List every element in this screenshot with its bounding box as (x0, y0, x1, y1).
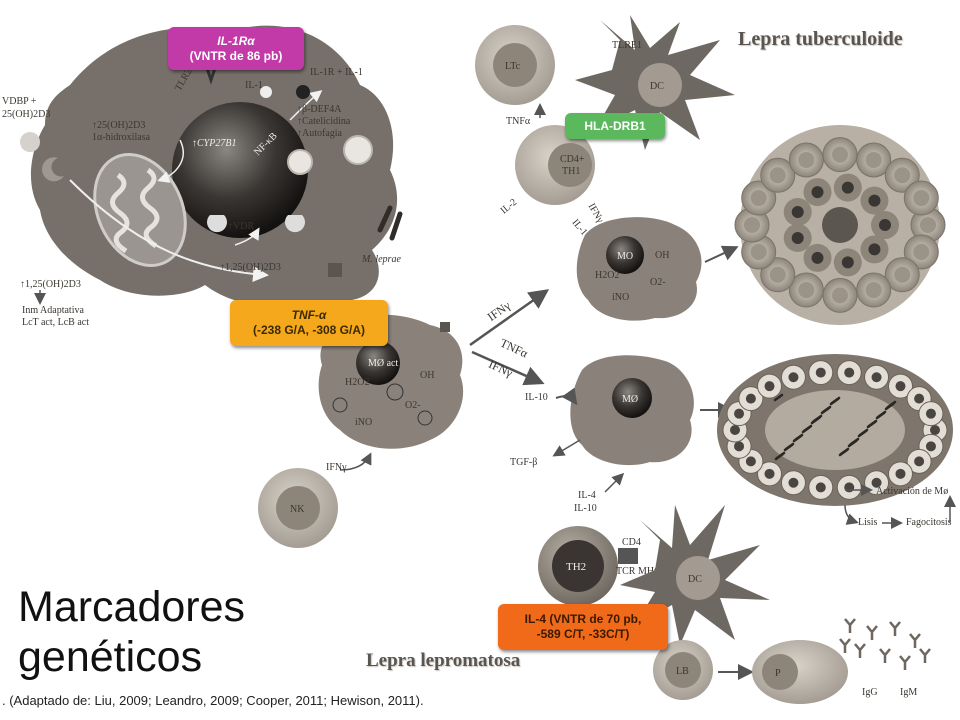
badge-tnf-line2: (-238 G/A, -308 G/A) (252, 323, 366, 337)
nk-cell: NK IFNγ (258, 452, 372, 548)
vesicle-icon (343, 135, 373, 165)
il10-mid-label: IL-10 (525, 392, 548, 403)
slide-title-line1: Marcadores (18, 583, 246, 631)
ifng-nk-label: IFNγ (326, 462, 347, 473)
tgfb-label: TGF-β (510, 457, 537, 468)
d3b-label: ↑1,25(OH)2D3 (20, 279, 81, 290)
nucleus (172, 102, 308, 238)
badge-hla-line1: HLA-DRB1 (584, 118, 646, 133)
ino-act-label: iNO (355, 417, 372, 428)
lysis-label: Lisis (858, 517, 878, 528)
badge-il4: IL-4 (VNTR de 70 pb, -589 C/T, -33C/T) (498, 604, 668, 650)
ifng-top-label: IFNγ (586, 202, 606, 226)
d3-label: ↑1,25(OH)2D3 (220, 262, 281, 273)
arrow-tnfa-down (471, 350, 545, 386)
macrophage-bottom: MØ IL-10 TGF-β (510, 355, 734, 468)
mo-bottom-label: MØ (622, 394, 638, 405)
oh-top-label: OH (655, 250, 669, 261)
nk-label: NK (290, 504, 305, 515)
ltc-label: LTc (505, 61, 521, 72)
macrophage-top: MO OH H2O2 iNO O2- (576, 217, 739, 321)
badge-tnf-alpha: TNF-α (-238 G/A, -308 G/A) (230, 300, 388, 346)
badge-il1ra-line2: (VNTR de 86 pb) (189, 48, 283, 63)
badge-il1ra-line1: IL-1Rα (217, 33, 255, 48)
tnfa-arrow-label: TNFα (498, 336, 531, 361)
badge-il4-line1: IL-4 (VNTR de 70 pb, (524, 612, 642, 626)
tuberculoid-granuloma (734, 125, 946, 325)
o2-act-label: O2- (405, 400, 421, 411)
bdef-label: ↑β-DEF4A (297, 104, 342, 115)
arrow-ifng-up (469, 289, 550, 347)
immunity-label-1: Inm Adaptativa (22, 305, 84, 316)
lb-label: LB (676, 666, 689, 677)
tcr-label: TCR MHCII (616, 566, 667, 577)
phagocytosis-label: Fagocitosis (906, 517, 952, 528)
igm-label: IgM (900, 687, 917, 698)
autophagy-label: ↑Autofagia (297, 128, 343, 139)
hydroxylase-label-2: 1α-hidroxilasa (92, 132, 151, 143)
mo-act-label: MØ act (368, 358, 398, 369)
th1-label: TH1 (562, 166, 580, 177)
igg-label: IgG (862, 687, 878, 698)
hydroxylase-label-1: ↑25(OH)2D3 (92, 120, 145, 131)
il1r-label: IL-1R + IL-1 (310, 67, 363, 78)
slide-title: Marcadores genéticos (18, 582, 245, 682)
ltc-cell: LTc TNFα (475, 25, 555, 127)
th2-cell: IL-4 IL-10 TH2 CD4 TCR MHCII (538, 472, 667, 606)
o2-top-label: O2- (650, 277, 666, 288)
cd4-b-label: CD4 (622, 537, 641, 548)
immunity-label-2: LcT act, LcB act (22, 317, 89, 328)
source-note: . (Adaptado de: Liu, 2009; Leandro, 2009… (2, 693, 424, 708)
heading-tuberculoid: Lepra tuberculoide (738, 28, 903, 50)
badge-hla-drb1: HLA-DRB1 (565, 113, 665, 139)
cd4-th1-label: CD4+ (560, 154, 585, 165)
il2-label: IL-2 (499, 197, 520, 217)
il1-label: IL-1 (245, 80, 263, 91)
il4-b-label: IL-4 (578, 490, 596, 501)
ifng-arrow-label: IFNγ (485, 298, 514, 324)
tnfa-top-label: TNFα (506, 116, 531, 127)
lepromatous-granuloma (717, 354, 953, 506)
ifng-arrow-label-2: IFNγ (487, 357, 516, 380)
mleprae-label: M. leprae (361, 254, 401, 265)
p-label: P (775, 668, 781, 679)
dc-bottom-label: DC (688, 574, 702, 585)
dc-top-label: DC (650, 81, 664, 92)
macrophage-large: VDBP + 25(OH)2D3 TLR2/1 IL-1 IL-1R + IL-… (2, 25, 403, 328)
il10-b-label: IL-10 (574, 503, 597, 514)
badge-tnf-line1: TNF-α (291, 308, 327, 322)
oh25d3-label: 25(OH)2D3 (2, 109, 50, 120)
oh-act-label: OH (420, 370, 434, 381)
vdr-label: ↑VDR (228, 221, 254, 232)
badge-il4-line2: -589 C/T, -33C/T) (536, 627, 630, 641)
ino-top-label: iNO (612, 292, 629, 303)
vesicle-icon (287, 149, 313, 175)
mo-top-label: MO (617, 251, 633, 262)
th2-label: TH2 (566, 561, 586, 573)
cyp-label: ↑CYP27B1 (192, 138, 236, 149)
activation-label: Activación de Mø (876, 486, 948, 497)
h2o2-act-label: H2O2 (345, 377, 369, 388)
tlre-label: TLRE1 (612, 40, 642, 51)
heading-lepromatous: Lepra lepromatosa (366, 650, 521, 671)
cathelicidin-label: ↑Catelicidina (297, 116, 351, 127)
b-cell: LB (653, 640, 754, 700)
antibody-icons (839, 618, 931, 670)
badge-il1ra: IL-1Rα (VNTR de 86 pb) (168, 27, 304, 70)
activated-macrophage: MØ act OH H2O2 O2- iNO (318, 314, 464, 449)
plasma-cell: P IgG IgM (752, 618, 931, 704)
slide-title-line2: genéticos (18, 633, 203, 681)
h2o2-top-label: H2O2 (595, 270, 619, 281)
vdbp-label: VDBP + (2, 96, 37, 107)
cd4-th1-cell: CD4+ TH1 IL-2 IFNγ IL-1 (499, 125, 606, 238)
